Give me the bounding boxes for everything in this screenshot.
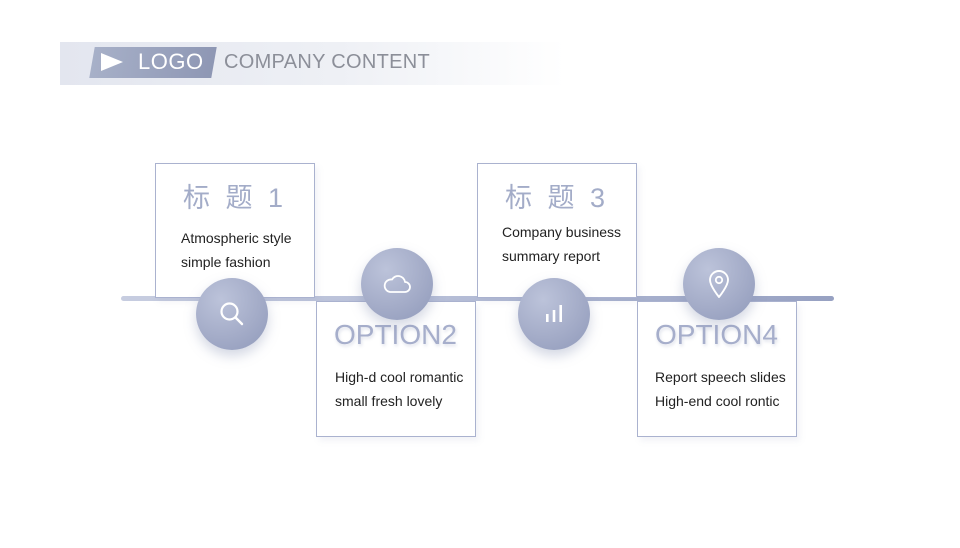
- step-circle-2: [361, 248, 433, 320]
- timeline-line: [121, 296, 834, 301]
- step-3-line-2: summary report: [502, 247, 601, 264]
- company-title: COMPANY CONTENT: [224, 51, 430, 73]
- step-2-line-1: High-d cool romantic: [335, 369, 464, 385]
- step-description-1: Atmospheric style simple fashion: [181, 227, 291, 274]
- step-description-3: Company business summary report: [502, 221, 621, 268]
- step-4-line-1: Report speech slides: [655, 369, 786, 385]
- step-card-2: OPTION2 High-d cool romantic small fresh…: [316, 301, 476, 437]
- step-1-line-2: simple fashion: [181, 253, 271, 270]
- location-pin-icon: [709, 270, 729, 298]
- step-1-line-1: Atmospheric style: [181, 230, 292, 246]
- step-circle-4: [683, 248, 755, 320]
- step-card-4: OPTION4 Report speech slides High-end co…: [637, 301, 797, 437]
- step-description-2: High-d cool romantic small fresh lovely: [335, 366, 463, 413]
- bar-chart-icon: [546, 305, 562, 322]
- logo-text: LOGO: [138, 49, 204, 74]
- step-description-4: Report speech slides High-end cool ronti…: [655, 366, 786, 413]
- search-icon: [220, 302, 244, 326]
- cloud-icon: [383, 275, 411, 293]
- step-circle-1: [196, 278, 268, 350]
- step-3-line-1: Company business: [502, 224, 622, 240]
- step-2-line-2: small fresh lovely: [335, 392, 443, 409]
- step-title-1: 标 题 1: [182, 183, 288, 213]
- step-title-3: 标 题 3: [504, 183, 610, 213]
- step-card-1: 标 题 1 Atmospheric style simple fashion: [155, 163, 315, 298]
- step-4-line-2: High-end cool rontic: [655, 392, 780, 409]
- step-card-3: 标 题 3 Company business summary report: [477, 163, 637, 298]
- step-circle-3: [518, 278, 590, 350]
- step-title-4: OPTION4: [655, 319, 778, 350]
- play-icon: [101, 53, 123, 71]
- step-title-2: OPTION2: [334, 319, 457, 350]
